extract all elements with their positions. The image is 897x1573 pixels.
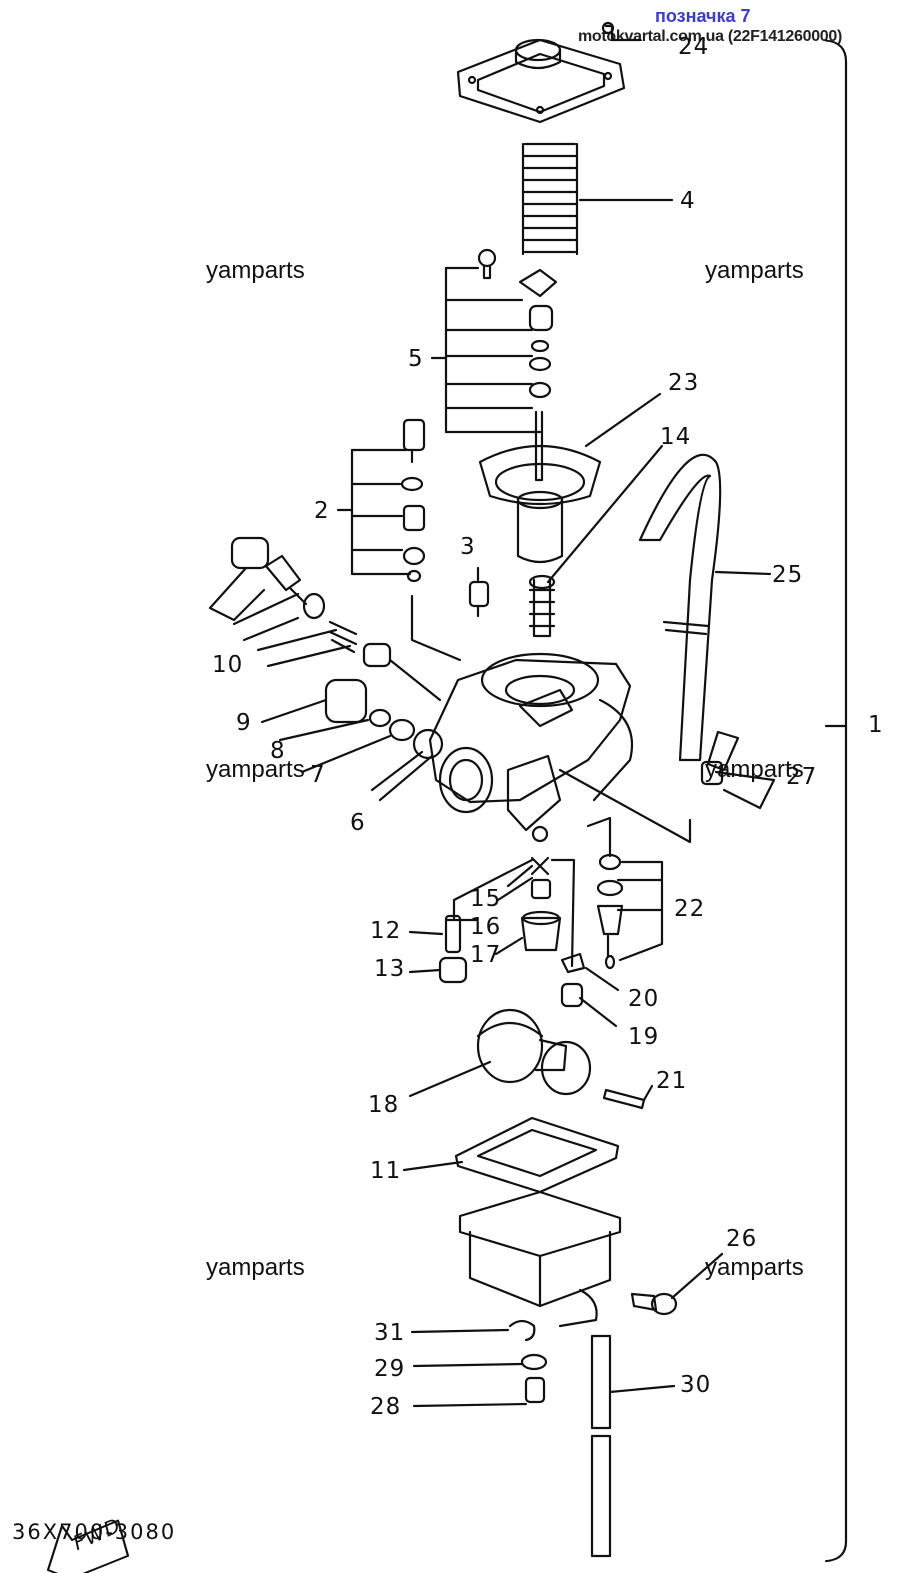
clip-20 — [560, 952, 586, 974]
callout-9: 9 — [236, 710, 252, 736]
clip-31 — [508, 1319, 536, 1342]
needle-jet — [528, 578, 556, 638]
callout-27: 27 — [786, 764, 818, 790]
float — [476, 1008, 592, 1096]
cap-9 — [324, 678, 368, 724]
spring — [521, 142, 579, 256]
callout-17: 17 — [470, 942, 502, 968]
pilot-jet-12 — [444, 914, 462, 954]
callout-4: 4 — [680, 188, 696, 214]
overflow-hose — [590, 1334, 612, 1430]
float-chamber — [458, 1190, 622, 1328]
callout-25: 25 — [772, 562, 804, 588]
diagram-badge: позначка 7 — [655, 6, 751, 26]
assembly-bracket — [824, 39, 848, 1563]
watermark: yamparts — [206, 257, 305, 284]
leader-lines — [208, 38, 848, 1408]
callout-12: 12 — [370, 918, 402, 944]
clip-8 — [368, 708, 392, 728]
watermark: yamparts — [206, 1254, 305, 1281]
watermark: yamparts — [206, 756, 305, 783]
callout-2: 2 — [314, 498, 330, 524]
callout-20: 20 — [628, 986, 660, 1012]
callout-19: 19 — [628, 1024, 660, 1050]
watermark: yamparts — [705, 257, 804, 284]
gasket — [454, 1116, 620, 1194]
callout-10: 10 — [212, 652, 244, 678]
watermark: yamparts — [705, 1254, 804, 1281]
washer-7 — [388, 718, 416, 742]
vent-hose — [638, 453, 722, 762]
starter-plunger-set — [230, 536, 442, 702]
needle-valve-set — [596, 853, 664, 970]
drain-bolt-28 — [524, 1376, 546, 1404]
catalog-code: 36X700-3080 — [12, 1520, 177, 1544]
callout-24: 24 — [678, 34, 710, 60]
callout-30: 30 — [680, 1372, 712, 1398]
carburetor-body — [428, 652, 692, 844]
fwd-arrow — [46, 1519, 130, 1573]
callout-8: 8 — [270, 738, 286, 764]
plug-13 — [438, 956, 468, 984]
callout-15: 15 — [470, 886, 502, 912]
diaphragm-piston — [478, 444, 602, 564]
main-jet-16 — [530, 878, 552, 900]
callout-29: 29 — [374, 1356, 406, 1382]
drain-screw — [630, 1292, 658, 1312]
callout-14: 14 — [660, 424, 692, 450]
callout-11: 11 — [370, 1158, 402, 1184]
pilot-screw — [468, 580, 490, 618]
throttle-stop-screw — [350, 418, 462, 662]
callout-21: 21 — [656, 1068, 688, 1094]
float-pin — [602, 1088, 646, 1110]
clip-15 — [530, 856, 550, 876]
jet-holder-17 — [520, 916, 562, 952]
screw-19 — [560, 982, 584, 1008]
washer-29 — [520, 1353, 548, 1371]
callout-22: 22 — [674, 896, 706, 922]
callout-13: 13 — [374, 956, 406, 982]
top-cover — [456, 21, 626, 124]
source-label: motokvartal.com.ua (22F141260000) — [578, 28, 843, 45]
callout-1: 1 — [868, 712, 884, 738]
callout-5: 5 — [408, 346, 424, 372]
callout-28: 28 — [370, 1394, 402, 1420]
callout-3: 3 — [460, 534, 476, 560]
callout-23: 23 — [668, 370, 700, 396]
watermark: yamparts — [705, 756, 804, 783]
callout-16: 16 — [470, 914, 502, 940]
callout-31: 31 — [374, 1320, 406, 1346]
callout-7: 7 — [310, 762, 326, 788]
callout-6: 6 — [350, 810, 366, 836]
callout-26: 26 — [726, 1226, 758, 1252]
callout-18: 18 — [368, 1092, 400, 1118]
